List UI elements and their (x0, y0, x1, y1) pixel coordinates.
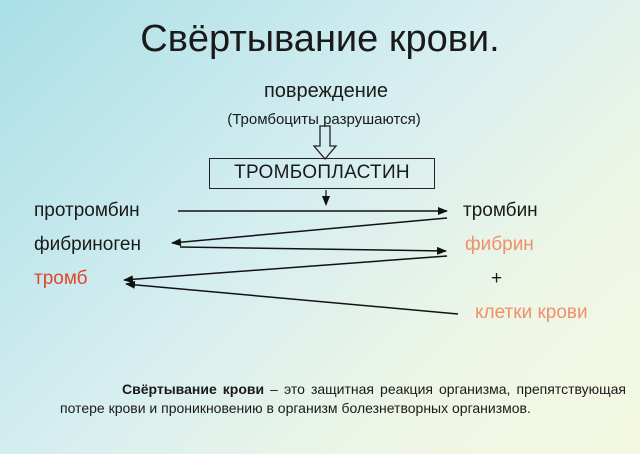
fibrinogen-label: фибриноген (34, 234, 141, 255)
damage-label: повреждение (263, 80, 389, 102)
thromb-label: тромб (34, 268, 88, 289)
fibrin-label: фибрин (465, 234, 534, 255)
blood-cells-label: клетки крови (475, 302, 588, 323)
arrow-cells-to-thromb (125, 280, 459, 315)
thrombin-label: тромбин (463, 200, 538, 221)
platelets-note: (Тромбоциты разрушаются) (227, 111, 421, 128)
hollow-down-arrow-icon (312, 125, 338, 161)
page-title: Свёртывание крови. (140, 18, 500, 60)
definition-text: – это защитная реакция организма, препят… (60, 381, 627, 416)
arrow-fibrinogen-to-fibrin (179, 246, 447, 255)
plus-sign: + (491, 268, 503, 289)
definition-paragraph: Свёртывание крови – это защитная реакция… (60, 380, 626, 418)
arrow-thrombin-to-fibrinogen (171, 217, 448, 247)
arrow-fibrin-to-thromb (123, 255, 448, 284)
thromboplastin-box: ТРОМБОПЛАСТИН (209, 158, 435, 189)
prothrombin-label: протромбин (34, 200, 140, 221)
definition-term: Свёртывание крови (122, 381, 265, 397)
